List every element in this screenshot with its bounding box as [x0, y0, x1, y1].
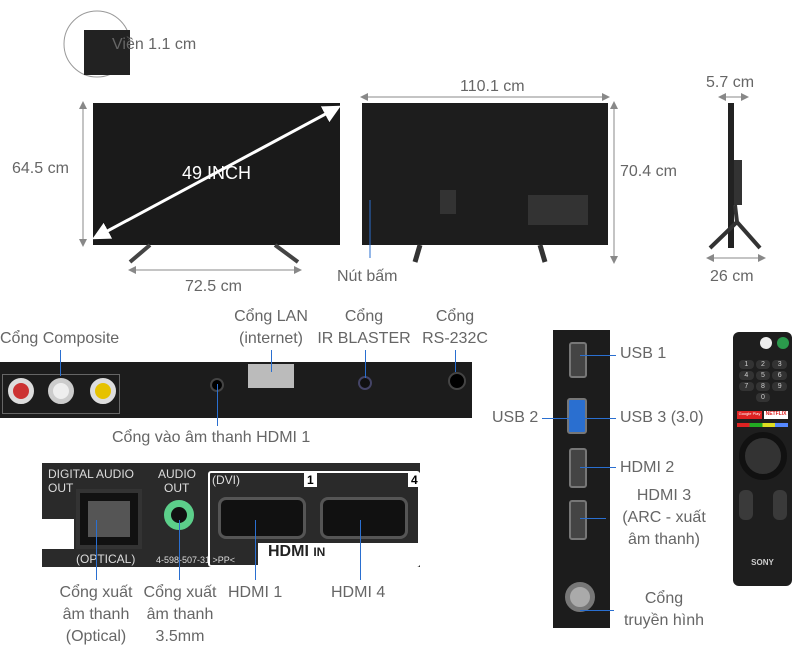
lan-label: Cổng LAN(internet)	[234, 308, 308, 347]
rear-port-strip	[0, 362, 472, 418]
height-label: 70.4 cm	[620, 163, 677, 180]
remote-key-0: 0	[755, 393, 771, 402]
remote-key-6: 6	[772, 371, 787, 380]
hdmi-audio-label: Cổng vào âm thanh HDMI 1	[112, 429, 311, 446]
remote-key-1: 1	[739, 360, 754, 369]
dimension-drawings	[63, 10, 766, 274]
remote-key-7: 7	[739, 382, 754, 391]
side-port-panel	[553, 330, 610, 628]
depth-label: 5.7 cm	[706, 74, 755, 91]
diagonal-label: 49 INCH	[182, 163, 252, 183]
usb1-label: USB 1	[620, 345, 667, 362]
hdmi4-label: HDMI 4	[331, 584, 386, 601]
audio-hdmi-panel: DIGITAL AUDIO OUT (OPTICAL) AUDIO OUT 4-…	[42, 463, 421, 567]
stand-width-label: 72.5 cm	[185, 278, 242, 295]
composite-label: Cổng Composite	[0, 330, 120, 347]
usb2-label: USB 2	[492, 409, 539, 426]
button-label: Nút bấm	[337, 268, 398, 285]
hdmi2-label: HDMI 2	[620, 459, 675, 476]
usb3-label: USB 3 (3.0)	[620, 409, 704, 426]
hdmi1-label: HDMI 1	[228, 584, 283, 601]
remote-key-8: 8	[755, 382, 771, 391]
tv-side	[728, 103, 734, 248]
remote-key-2: 2	[755, 360, 771, 369]
width-label: 110.1 cm	[460, 78, 525, 95]
remote-key-4: 4	[739, 371, 754, 380]
remote-key-9: 9	[772, 382, 787, 391]
remote-key-5: 5	[755, 371, 771, 380]
front-height-label: 64.5 cm	[12, 160, 69, 177]
remote-key-3: 3	[772, 360, 787, 369]
bezel-label: Viền 1.1 cm	[112, 36, 197, 53]
stand-depth-label: 26 cm	[710, 268, 754, 285]
